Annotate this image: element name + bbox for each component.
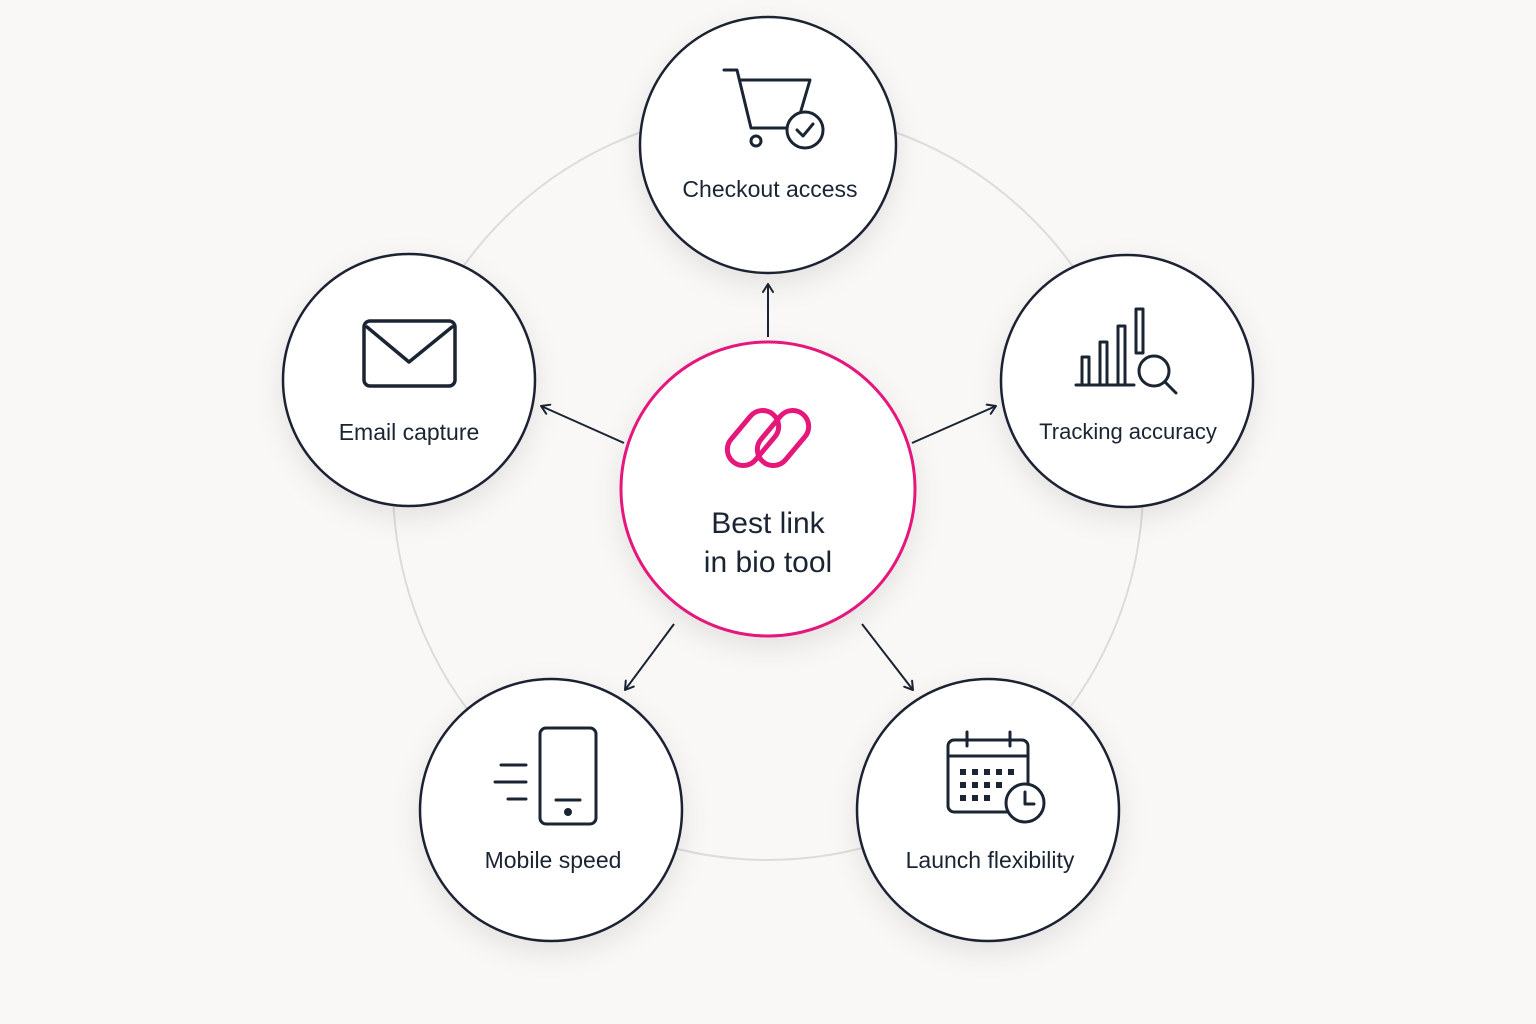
node-tracking-accuracy: Tracking accuracy (999, 253, 1255, 509)
center-label-line2: in bio tool (704, 546, 832, 579)
center-node: Best link in bio tool (619, 340, 917, 638)
node-circle (418, 677, 684, 943)
center-circle (619, 340, 917, 638)
calendar-clock-icon (946, 730, 1046, 824)
arrow-to-tracking (911, 403, 997, 444)
node-label: Mobile speed (485, 847, 622, 873)
connectors (540, 283, 997, 691)
node-circle (638, 15, 898, 275)
node-launch-flexibility: Launch flexibility (855, 677, 1121, 943)
node-circle (281, 252, 537, 508)
node-email-capture: Email capture (281, 252, 537, 508)
bar-chart-search-icon (1074, 307, 1178, 395)
node-label: Checkout access (682, 176, 857, 202)
shopping-cart-check-icon (722, 68, 825, 150)
arrow-to-mobile (624, 623, 675, 691)
node-checkout-access: Checkout access (638, 15, 898, 275)
node-circle (855, 677, 1121, 943)
node-circle (999, 253, 1255, 509)
envelope-icon (362, 319, 457, 388)
fast-mobile-phone-icon (493, 726, 598, 826)
link-icon (724, 408, 812, 468)
node-mobile-speed: Mobile speed (418, 677, 684, 943)
arrow-to-email (540, 403, 625, 444)
center-label-line1: Best link (711, 507, 825, 540)
node-label: Tracking accuracy (1039, 419, 1217, 444)
node-label: Email capture (339, 419, 480, 445)
arrow-to-launch (861, 623, 914, 691)
node-label: Launch flexibility (906, 847, 1075, 873)
